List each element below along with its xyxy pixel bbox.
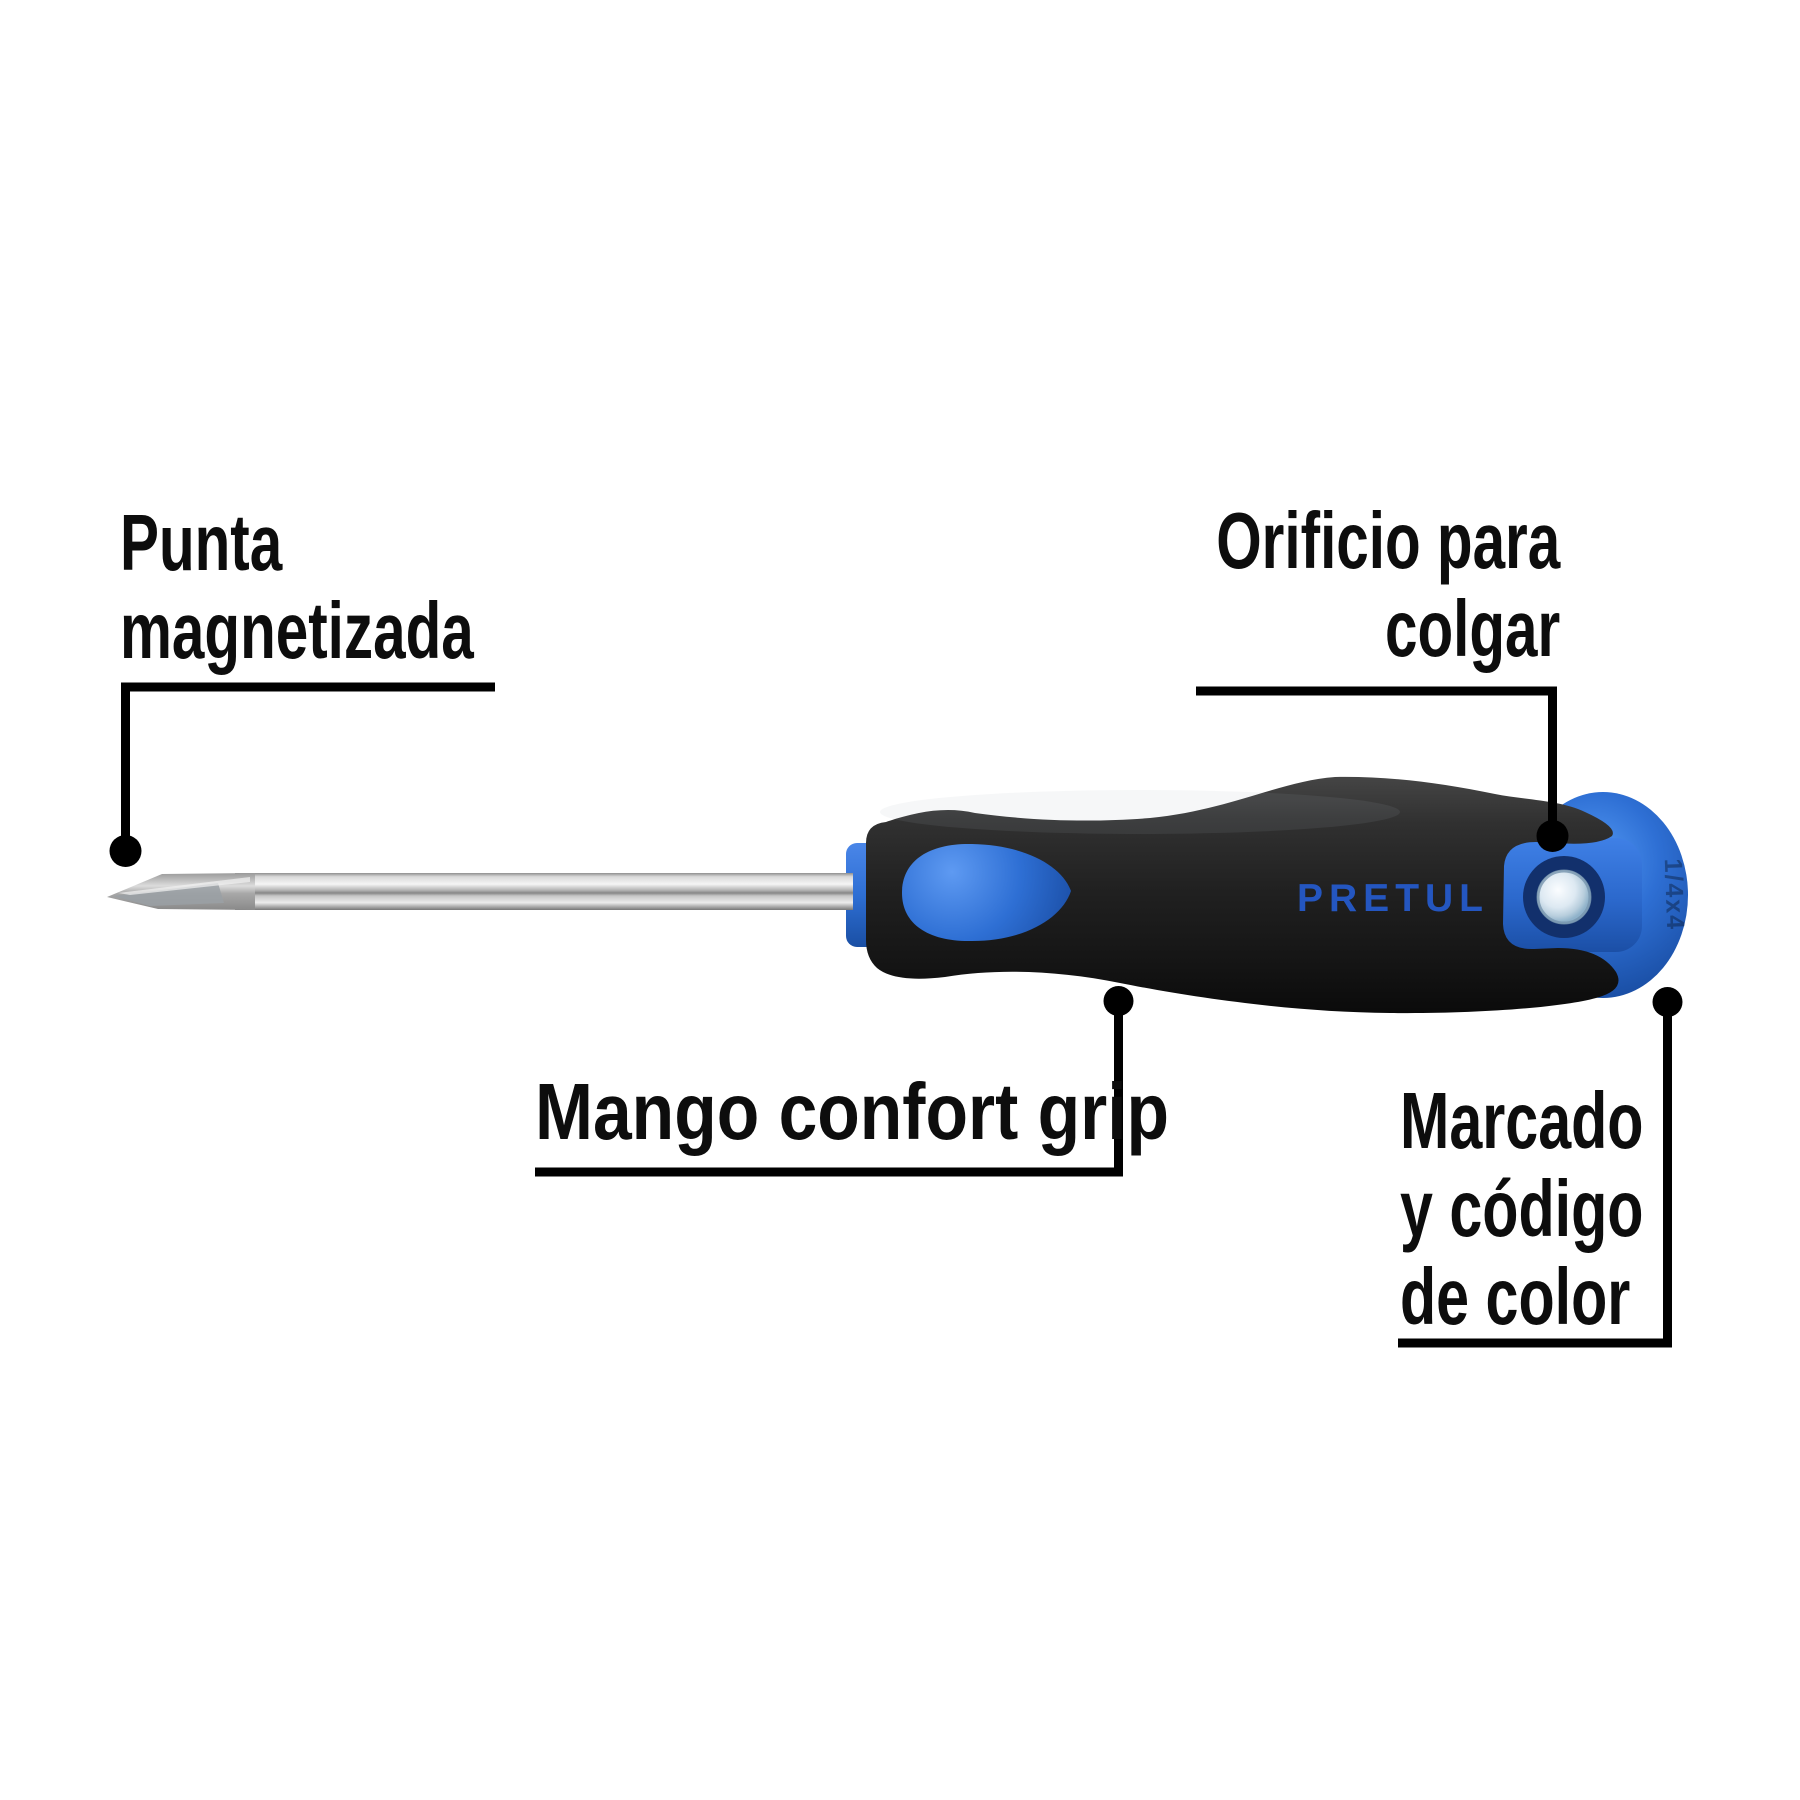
callout-text-line: colgar bbox=[1384, 584, 1560, 673]
callout-label-marcado-codigo-color: Marcado y código de color bbox=[1400, 1077, 1643, 1341]
handle-body bbox=[866, 776, 1619, 1014]
handle-sheen bbox=[880, 790, 1400, 834]
brand-logo: PRETUL bbox=[1297, 877, 1489, 920]
cap-marking: 1/4x4 bbox=[1659, 858, 1690, 931]
hang-hole bbox=[1523, 856, 1605, 938]
callout-text-line: Mango confort grip bbox=[535, 1067, 1170, 1156]
callout-dot-mango bbox=[1103, 986, 1134, 1016]
callout-line-marcado bbox=[1398, 1007, 1672, 1348]
callout-text-line: magnetizada bbox=[120, 586, 474, 675]
screwdriver: PRETUL 1/4x4 bbox=[107, 776, 1690, 1014]
callout-text-line: Orificio para bbox=[1215, 496, 1560, 585]
callout-text-line: Marcado bbox=[1400, 1076, 1644, 1165]
screwdriver-shaft bbox=[235, 873, 853, 910]
callout-text-line: y código bbox=[1400, 1164, 1644, 1253]
callout-label-mango-confort-grip: Mango confort grip bbox=[535, 1068, 1169, 1156]
callout-dot-orificio bbox=[1536, 820, 1569, 852]
grip-oval-inset bbox=[902, 843, 1071, 942]
callout-line-punta bbox=[121, 682, 495, 845]
callout-text-line: Punta bbox=[120, 498, 283, 587]
callout-text-line: de color bbox=[1400, 1252, 1631, 1341]
callout-lines bbox=[121, 682, 1672, 1348]
callout-label-punta-magnetizada: Punta magnetizada bbox=[120, 499, 474, 675]
callout-line-mango bbox=[535, 1006, 1123, 1177]
callout-dot-marcado bbox=[1652, 987, 1683, 1017]
callout-dot-punta bbox=[109, 835, 142, 867]
callout-label-orificio-para-colgar: Orificio para colgar bbox=[1216, 497, 1560, 673]
callout-dots bbox=[109, 820, 1683, 1017]
callout-line-orificio bbox=[1196, 686, 1557, 830]
phillips-tip bbox=[107, 873, 255, 910]
